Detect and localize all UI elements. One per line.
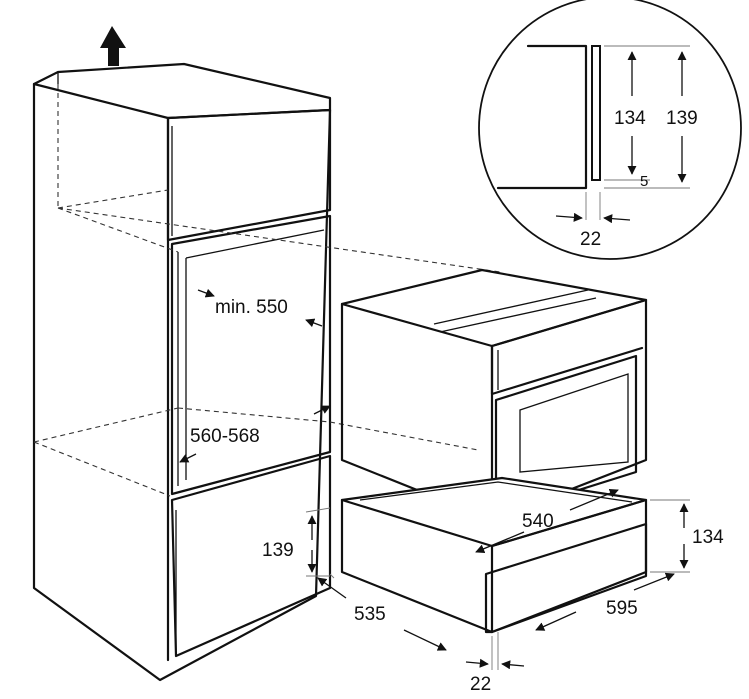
height-134-right-label: 134	[692, 527, 724, 548]
detail-139-label: 139	[666, 108, 698, 129]
width-595-label: 595	[606, 598, 638, 619]
bottom-22-dimension: 22	[465, 658, 525, 695]
niche-dimensions: min. 550 560-568	[179, 288, 331, 463]
width-540-label: 540	[522, 511, 554, 532]
depth-535-dimension: 535	[317, 573, 447, 651]
width-595-dimension: 595	[491, 572, 675, 670]
left-height-dimension: 139	[262, 507, 331, 577]
depth-535-label: 535	[354, 604, 386, 625]
detail-134-label: 134	[614, 108, 646, 129]
range-560-568-label: 560-568	[190, 426, 260, 447]
tall-cabinet	[32, 26, 501, 682]
detail-22-label: 22	[580, 229, 601, 250]
min-550-label: min. 550	[215, 297, 288, 318]
width-540-dimension: 540	[475, 488, 619, 554]
right-height-dimension: 134	[650, 499, 724, 573]
detail-5-label: 5	[640, 173, 648, 190]
gap-22-bottom-label: 22	[470, 674, 491, 695]
up-arrow-icon	[100, 26, 126, 66]
warming-drawer	[340, 476, 648, 634]
height-139-left-label: 139	[262, 540, 294, 561]
detail-circle: 134 139 5 22	[478, 0, 742, 260]
